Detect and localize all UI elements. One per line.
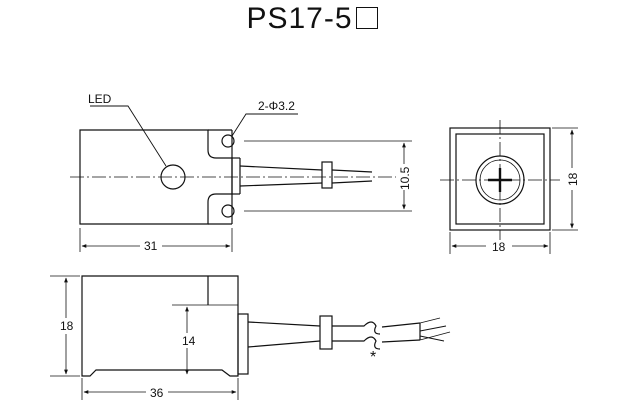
dim-18-left-label: 18 [60, 319, 74, 333]
mounting-hole-bottom [221, 204, 235, 218]
side-view-body [81, 275, 239, 377]
led-label: LED [88, 92, 112, 106]
cable-sleeve-top [321, 161, 333, 189]
dim-18-side-label: 18 [566, 172, 580, 186]
dim-10-5-label: 10.5 [398, 166, 412, 190]
model-suffix-box [355, 7, 378, 29]
end-view [440, 120, 578, 254]
title-text: PS17-5 [246, 2, 353, 35]
side-view [50, 275, 451, 400]
dim-36-label: 36 [150, 386, 164, 400]
holes-leader [231, 113, 298, 137]
asterisk-note: * [370, 349, 376, 366]
mounting-hole-top [221, 134, 235, 148]
led-leader [90, 105, 167, 167]
top-view [70, 105, 412, 252]
dim-14-label: 14 [182, 334, 196, 348]
side-view-cable-gland [237, 313, 249, 375]
cable-sleeve-side [319, 315, 333, 350]
drawing-title: PS17-5 [0, 2, 624, 36]
dim-31-label: 31 [144, 239, 158, 253]
dim-18-bottom-label: 18 [492, 240, 506, 254]
holes-label: 2-Φ3.2 [258, 99, 295, 113]
